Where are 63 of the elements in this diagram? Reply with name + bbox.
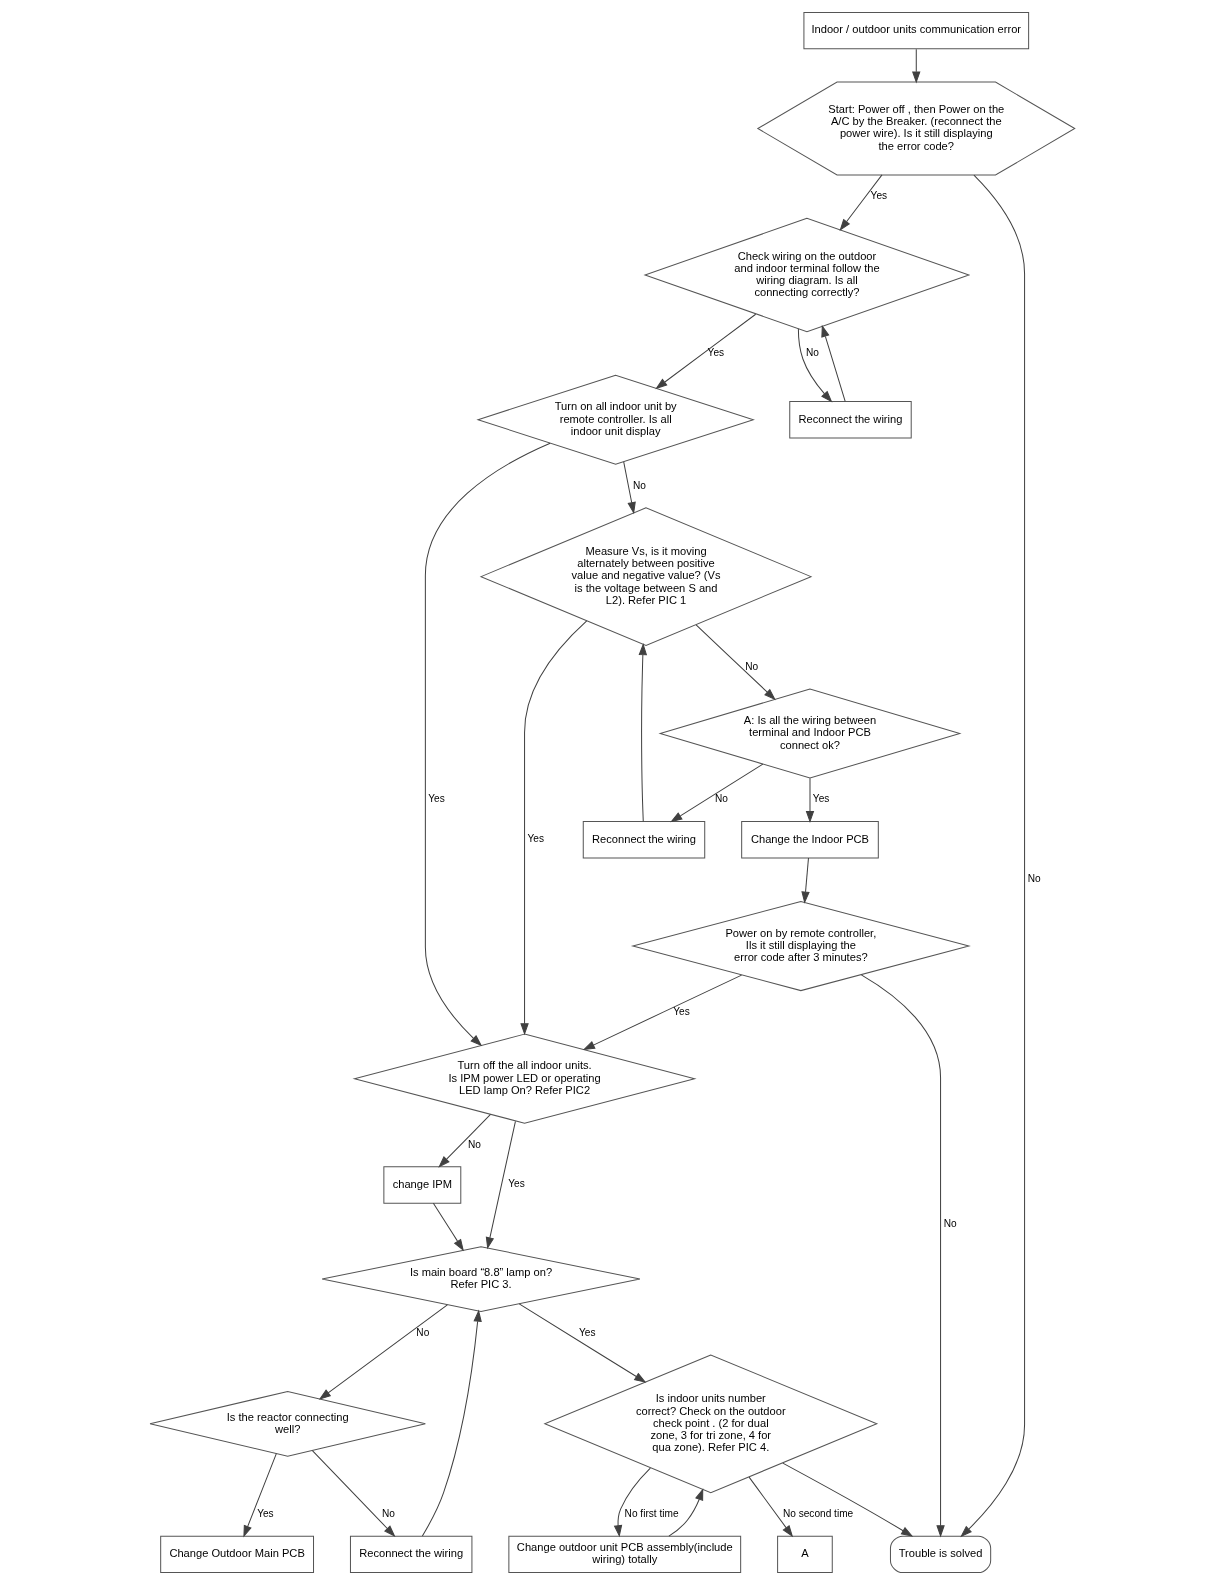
arrow	[860, 974, 945, 1538]
edge-label: No	[806, 346, 819, 358]
node-box: Change Outdoor Main PCB	[160, 1535, 315, 1574]
edge-label: No second time	[782, 1507, 854, 1519]
edge-label: No first time	[624, 1507, 679, 1519]
node-box: Change the Indoor PCB	[741, 821, 879, 859]
node-box: change IPM	[383, 1166, 462, 1204]
node-box: Reconnect the wiring	[349, 1535, 473, 1574]
arrow	[655, 313, 757, 390]
arrow	[695, 624, 776, 701]
arrow	[438, 1113, 492, 1168]
node-diamond: Is main board “8.8” lamp on? Refer PIC 3.	[321, 1246, 641, 1312]
arrow	[638, 642, 648, 822]
node-box: Reconnect the wiring	[582, 821, 706, 859]
edge-label: No	[381, 1507, 395, 1519]
arrow	[670, 763, 764, 823]
node-diamond: Turn on all indoor unit by remote controller. Is all indoor unit display	[476, 374, 755, 465]
arrow	[912, 48, 921, 84]
node-diamond: Is indoor units number correct? Check on the outdoor check point . (2 for dual zone, 3 for tri zone, 4 for qua zone). Refer PIC 4.	[543, 1354, 879, 1494]
edge-label: No	[943, 1218, 957, 1230]
arrow	[520, 620, 588, 1036]
edge-label: No	[467, 1138, 481, 1150]
node-diamond: Power on by remote controller, Ils it still displaying the error code after 3 minutes?	[630, 901, 971, 992]
arrow	[432, 1202, 464, 1252]
arrow	[311, 1450, 396, 1538]
arrow	[421, 1309, 482, 1537]
edge-label: Yes	[673, 1005, 690, 1017]
arrow	[518, 1303, 647, 1383]
edge-label: No	[714, 793, 728, 805]
edge-label: No	[1027, 873, 1041, 885]
arrow	[613, 1467, 651, 1538]
arrow	[243, 1453, 277, 1538]
arrow	[821, 324, 846, 402]
edge-label: Yes	[707, 346, 725, 358]
edge-label: No	[745, 660, 759, 672]
arrow	[485, 1120, 516, 1250]
node-box: Trouble is solved	[889, 1535, 992, 1574]
arrow	[782, 1462, 914, 1537]
arrow	[839, 174, 883, 232]
node-box: Change outdoor unit PCB assembly(include wiring) totally	[508, 1535, 742, 1574]
arrow	[582, 974, 743, 1051]
arrow	[318, 1304, 448, 1400]
edge-label: Yes	[870, 190, 888, 202]
edge-label: Yes	[527, 833, 544, 845]
arrow	[748, 1476, 794, 1538]
arrow	[623, 461, 636, 515]
arrow	[797, 328, 833, 403]
node-diamond: Measure Vs, is it moving alternately between positive value and negative value? (Vs is the voltage between S and L2). Refer PIC 1	[479, 507, 813, 646]
edge-label: Yes	[428, 793, 445, 805]
arrow	[960, 174, 1026, 1538]
arrow	[801, 857, 810, 904]
arrow	[668, 1488, 704, 1537]
arrow	[805, 777, 815, 824]
edge-label: Yes	[812, 793, 830, 805]
edge-label: No	[416, 1326, 430, 1338]
node-box: Indoor / outdoor units communication error	[803, 11, 1030, 50]
arrow	[424, 442, 551, 1047]
node-box: A	[777, 1535, 833, 1574]
edge-label: Yes	[257, 1507, 274, 1519]
node-box: Reconnect the wiring	[789, 401, 912, 439]
edge-label: Yes	[579, 1326, 596, 1338]
edge-label: Yes	[508, 1178, 525, 1190]
edge-label: No	[632, 479, 646, 491]
